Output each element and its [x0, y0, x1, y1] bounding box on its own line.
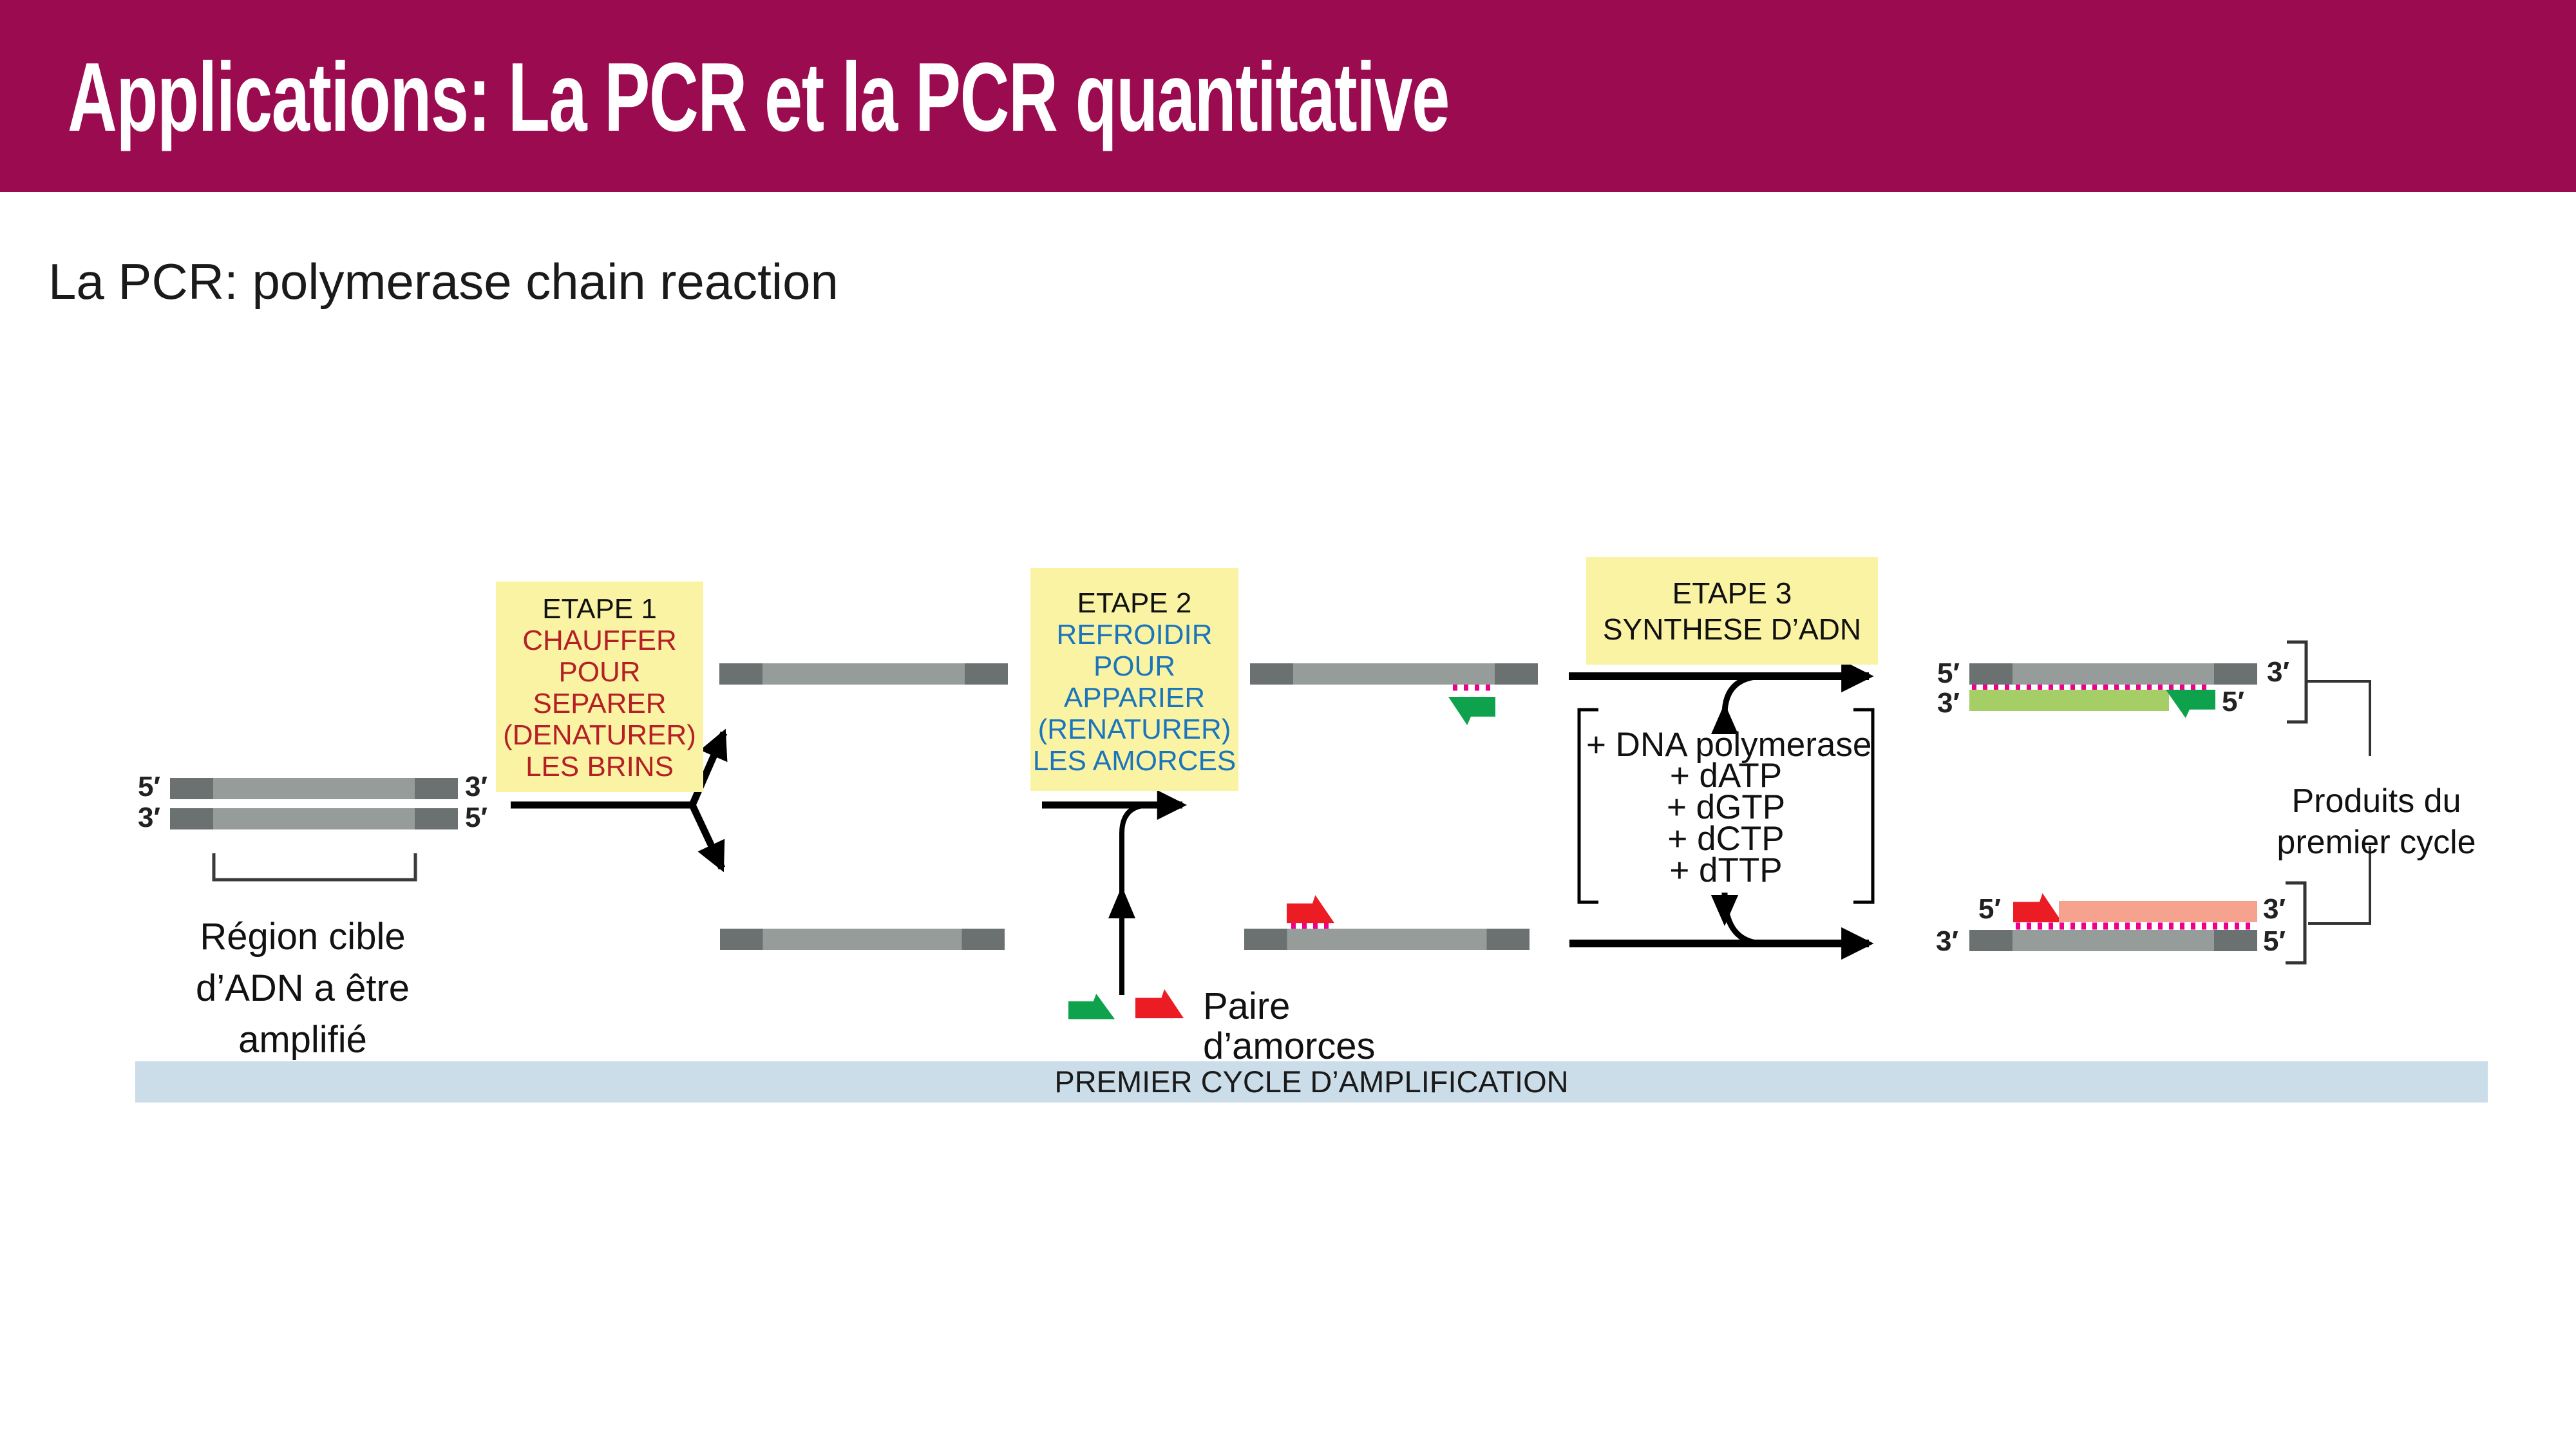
annealed-top-strand [1250, 663, 1538, 685]
reagents-down-arrowhead [1711, 895, 1738, 926]
step1-fork-up-arrow [688, 728, 728, 807]
primer-pair-caption: Paire d’amorces [1203, 987, 1376, 1066]
target-caption-line-2: d’ADN a être [195, 967, 410, 1009]
step3-title: ETAPE 3 [1672, 576, 1792, 610]
product-caption-connector-bottom [2308, 846, 2371, 925]
step3-subtitle: SYNTHESE D’ADN [1602, 612, 1862, 646]
step2-line-1: POUR [1093, 650, 1176, 682]
annealed-bottom-strand [1244, 929, 1530, 950]
step1-line-3: (DENATURER) [503, 719, 696, 751]
slide-subtitle: La PCR: polymerase chain reaction [48, 253, 838, 310]
step1-fork-down-arrow [689, 803, 725, 873]
products-caption: Produits du premier cycle [2267, 781, 2486, 863]
template-dna-bottom-strand [170, 808, 458, 829]
reagents-bracket-right [1853, 708, 1875, 904]
step2-line-2: APPARIER [1063, 682, 1206, 714]
dna-label-3-top-right: 3′ [465, 771, 488, 802]
dna-label-3-bottom-left: 3′ [138, 802, 161, 833]
dna-label-5-bottom-right: 5′ [465, 802, 488, 833]
product-top-label-3-right: 3′ [2267, 656, 2290, 688]
reagents-up-arrowhead [1711, 703, 1738, 734]
header-bar [0, 0, 2576, 192]
separated-bottom-strand [720, 929, 1005, 950]
step2-title: ETAPE 2 [1077, 587, 1192, 619]
step3-box: ETAPE 3 SYNTHESE D’ADN [1586, 557, 1878, 665]
target-region-bracket [212, 853, 417, 882]
products-caption-line-2: premier cycle [2277, 824, 2476, 861]
reagent-dna-polymerase: + DNA polymerase [1586, 726, 1872, 764]
primer-pair-up-arrowhead [1108, 886, 1135, 918]
step1-title: ETAPE 1 [542, 593, 657, 625]
separated-top-strand [719, 663, 1008, 685]
target-caption-line-1: Région cible [200, 916, 406, 958]
target-caption-line-3: amplifié [238, 1019, 367, 1061]
product-bottom-label-5-left: 5′ [1978, 893, 2002, 925]
step2-box: ETAPE 2 REFROIDIR POUR APPARIER (RENATUR… [1030, 568, 1238, 791]
product-top-label-5-left: 5′ [1937, 658, 1960, 689]
products-caption-line-1: Produits du [2291, 782, 2461, 820]
slide-title: Applications: La PCR et la PCR quantitat… [68, 43, 1450, 152]
reagent-datp: + dATP [1669, 757, 1783, 795]
product-bottom-new-strand [2059, 901, 2257, 922]
product-bottom-bracket [2286, 881, 2307, 965]
first-cycle-bar: PREMIER CYCLE D’AMPLIFICATION [135, 1061, 2488, 1103]
product-bottom-label-3-left: 3′ [1936, 925, 1959, 957]
product-top-bracket [2287, 640, 2308, 724]
reagent-dctp: + dCTP [1667, 820, 1785, 858]
first-cycle-bar-label: PREMIER CYCLE D’AMPLIFICATION [1054, 1065, 1569, 1099]
reagent-dntp-list: + dATP + dGTP + dCTP + dTTP [1579, 757, 1873, 889]
step1-box: ETAPE 1 CHAUFFER POUR SEPARER (DENATURER… [496, 582, 703, 792]
step2-line-3: (RENATURER) [1037, 714, 1231, 745]
reagent-dttp: + dTTP [1669, 851, 1783, 889]
step2-line-0: REFROIDIR [1056, 619, 1213, 650]
primer-pair-caption-line-1: Paire [1203, 985, 1291, 1027]
step1-line-0: CHAUFFER [522, 625, 677, 656]
template-dna-top-strand [170, 778, 458, 799]
product-top-label-5-right: 5′ [2222, 686, 2245, 717]
step1-line-2: SEPARER [533, 688, 667, 719]
product-top-new-strand [1969, 690, 2169, 711]
product-top-label-3-left: 3′ [1937, 687, 1960, 719]
product-caption-connector-top [2306, 680, 2371, 756]
dna-label-5-top-left: 5′ [138, 771, 161, 802]
product-bottom-template-strand [1969, 930, 2257, 951]
primer-pair-caption-line-2: d’amorces [1203, 1025, 1376, 1067]
reagent-dgtp: + dGTP [1666, 788, 1786, 826]
step1-line-4: LES BRINS [526, 751, 674, 782]
reagents-bracket-left [1577, 708, 1598, 904]
target-region-caption: Région cible d’ADN a être amplifié [158, 911, 448, 1066]
step2-line-4: LES AMORCES [1032, 745, 1236, 777]
step1-line-1: POUR [558, 656, 641, 688]
product-bottom-label-3-right: 3′ [2263, 893, 2286, 925]
product-top-template-strand [1969, 663, 2257, 685]
product-bottom-label-5-right: 5′ [2263, 925, 2286, 957]
